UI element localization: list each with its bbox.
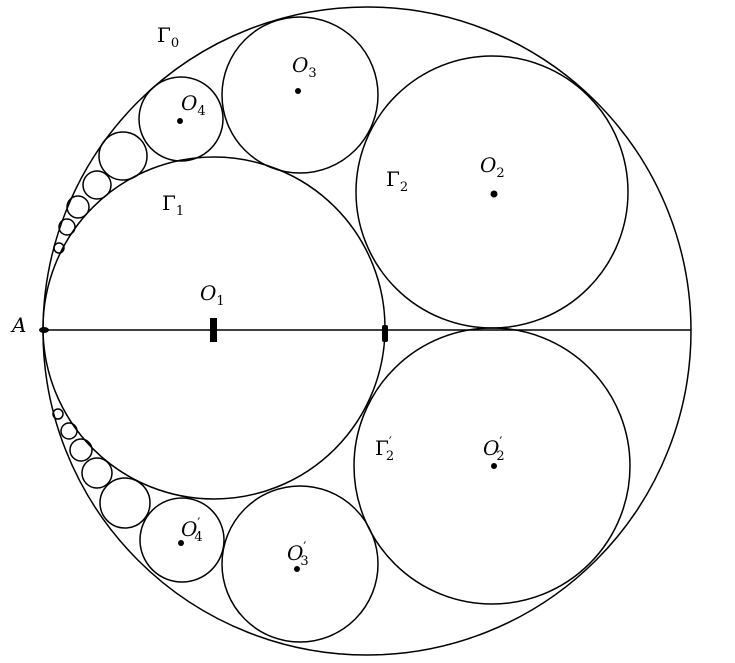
chain-circle-upper-3 <box>66 195 90 219</box>
point-O3 <box>295 88 301 94</box>
label-O4: O4 <box>181 91 206 119</box>
point-O4 <box>177 118 183 124</box>
circle-gamma-2-prime <box>353 327 631 605</box>
circle-o3-prime <box>221 485 379 643</box>
circle-o3 <box>221 16 379 174</box>
chain-circle-upper-4 <box>58 218 76 236</box>
label-gamma-0: Γ0 <box>157 23 179 51</box>
chain-circle-upper-2 <box>82 170 112 200</box>
label-O4-prime: O′4 <box>181 516 203 545</box>
point-O3-prime <box>294 566 300 572</box>
label-O3: O3 <box>292 53 317 81</box>
label-gamma-1: Γ1 <box>162 191 184 219</box>
point-tangent <box>382 325 388 342</box>
point-O1 <box>210 318 217 342</box>
label-O1: O1 <box>200 281 225 309</box>
chain-circle-lower-1 <box>99 477 151 529</box>
chain-circle-lower-2 <box>81 457 113 489</box>
label-O2-prime: O′2 <box>483 435 505 464</box>
circle-o4-prime <box>139 497 225 583</box>
label-gamma-2: Γ2 <box>386 167 408 195</box>
label-O3-prime: O′3 <box>287 540 309 569</box>
chain-circle-upper-5 <box>53 242 65 254</box>
label-A: A <box>10 313 26 337</box>
chain-circle-lower-5 <box>52 408 64 420</box>
chain-circle-lower-4 <box>60 422 78 440</box>
circle-o4 <box>138 76 224 162</box>
point-O2-prime <box>491 463 497 469</box>
label-O2: O2 <box>480 153 505 181</box>
chain-circle-lower-3 <box>69 438 93 462</box>
point-O2 <box>490 190 498 198</box>
circle-gamma-0 <box>42 6 692 656</box>
chain-circle-upper-1 <box>98 131 148 181</box>
point-A <box>39 327 49 333</box>
label-gamma-2-prime: Γ′2 <box>375 435 394 464</box>
point-O4-prime <box>178 540 184 546</box>
